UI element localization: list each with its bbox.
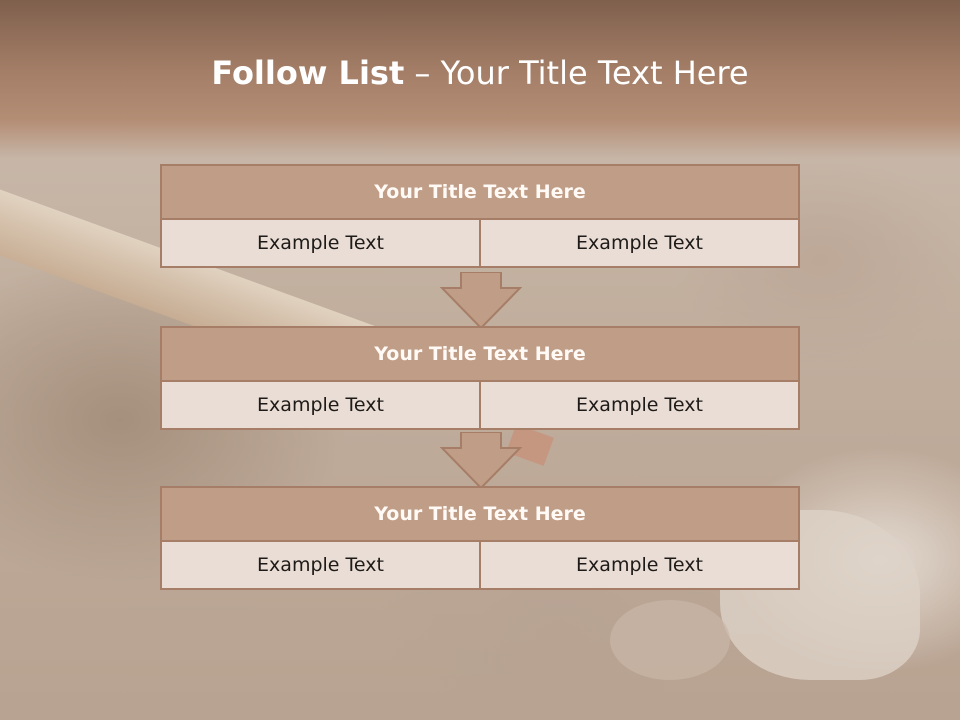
slide-title-separator: – xyxy=(404,54,441,92)
slide-title: Follow List – Your Title Text Here xyxy=(0,54,960,92)
list-block-title: Your Title Text Here xyxy=(160,486,800,542)
list-block-row: Example Text Example Text xyxy=(160,542,800,590)
list-block-cell-right: Example Text xyxy=(479,382,798,428)
list-block-3: Your Title Text Here Example Text Exampl… xyxy=(160,486,800,590)
title-bar xyxy=(0,0,960,160)
list-block-1: Your Title Text Here Example Text Exampl… xyxy=(160,164,800,268)
list-block-cell-left: Example Text xyxy=(257,394,384,416)
down-arrow-icon xyxy=(440,432,522,490)
dirt-clod-image xyxy=(610,600,730,680)
list-block-cell-right: Example Text xyxy=(479,542,798,588)
list-block-cell-left: Example Text xyxy=(257,554,384,576)
list-block-cell-right: Example Text xyxy=(479,220,798,266)
down-arrow-icon xyxy=(440,272,522,330)
list-block-title: Your Title Text Here xyxy=(160,164,800,220)
list-block-2: Your Title Text Here Example Text Exampl… xyxy=(160,326,800,430)
list-block-cell-left: Example Text xyxy=(257,232,384,254)
slide-title-subtitle: Your Title Text Here xyxy=(440,54,749,92)
slide-title-main: Follow List xyxy=(211,54,405,92)
list-block-row: Example Text Example Text xyxy=(160,382,800,430)
list-block-title: Your Title Text Here xyxy=(160,326,800,382)
list-block-row: Example Text Example Text xyxy=(160,220,800,268)
